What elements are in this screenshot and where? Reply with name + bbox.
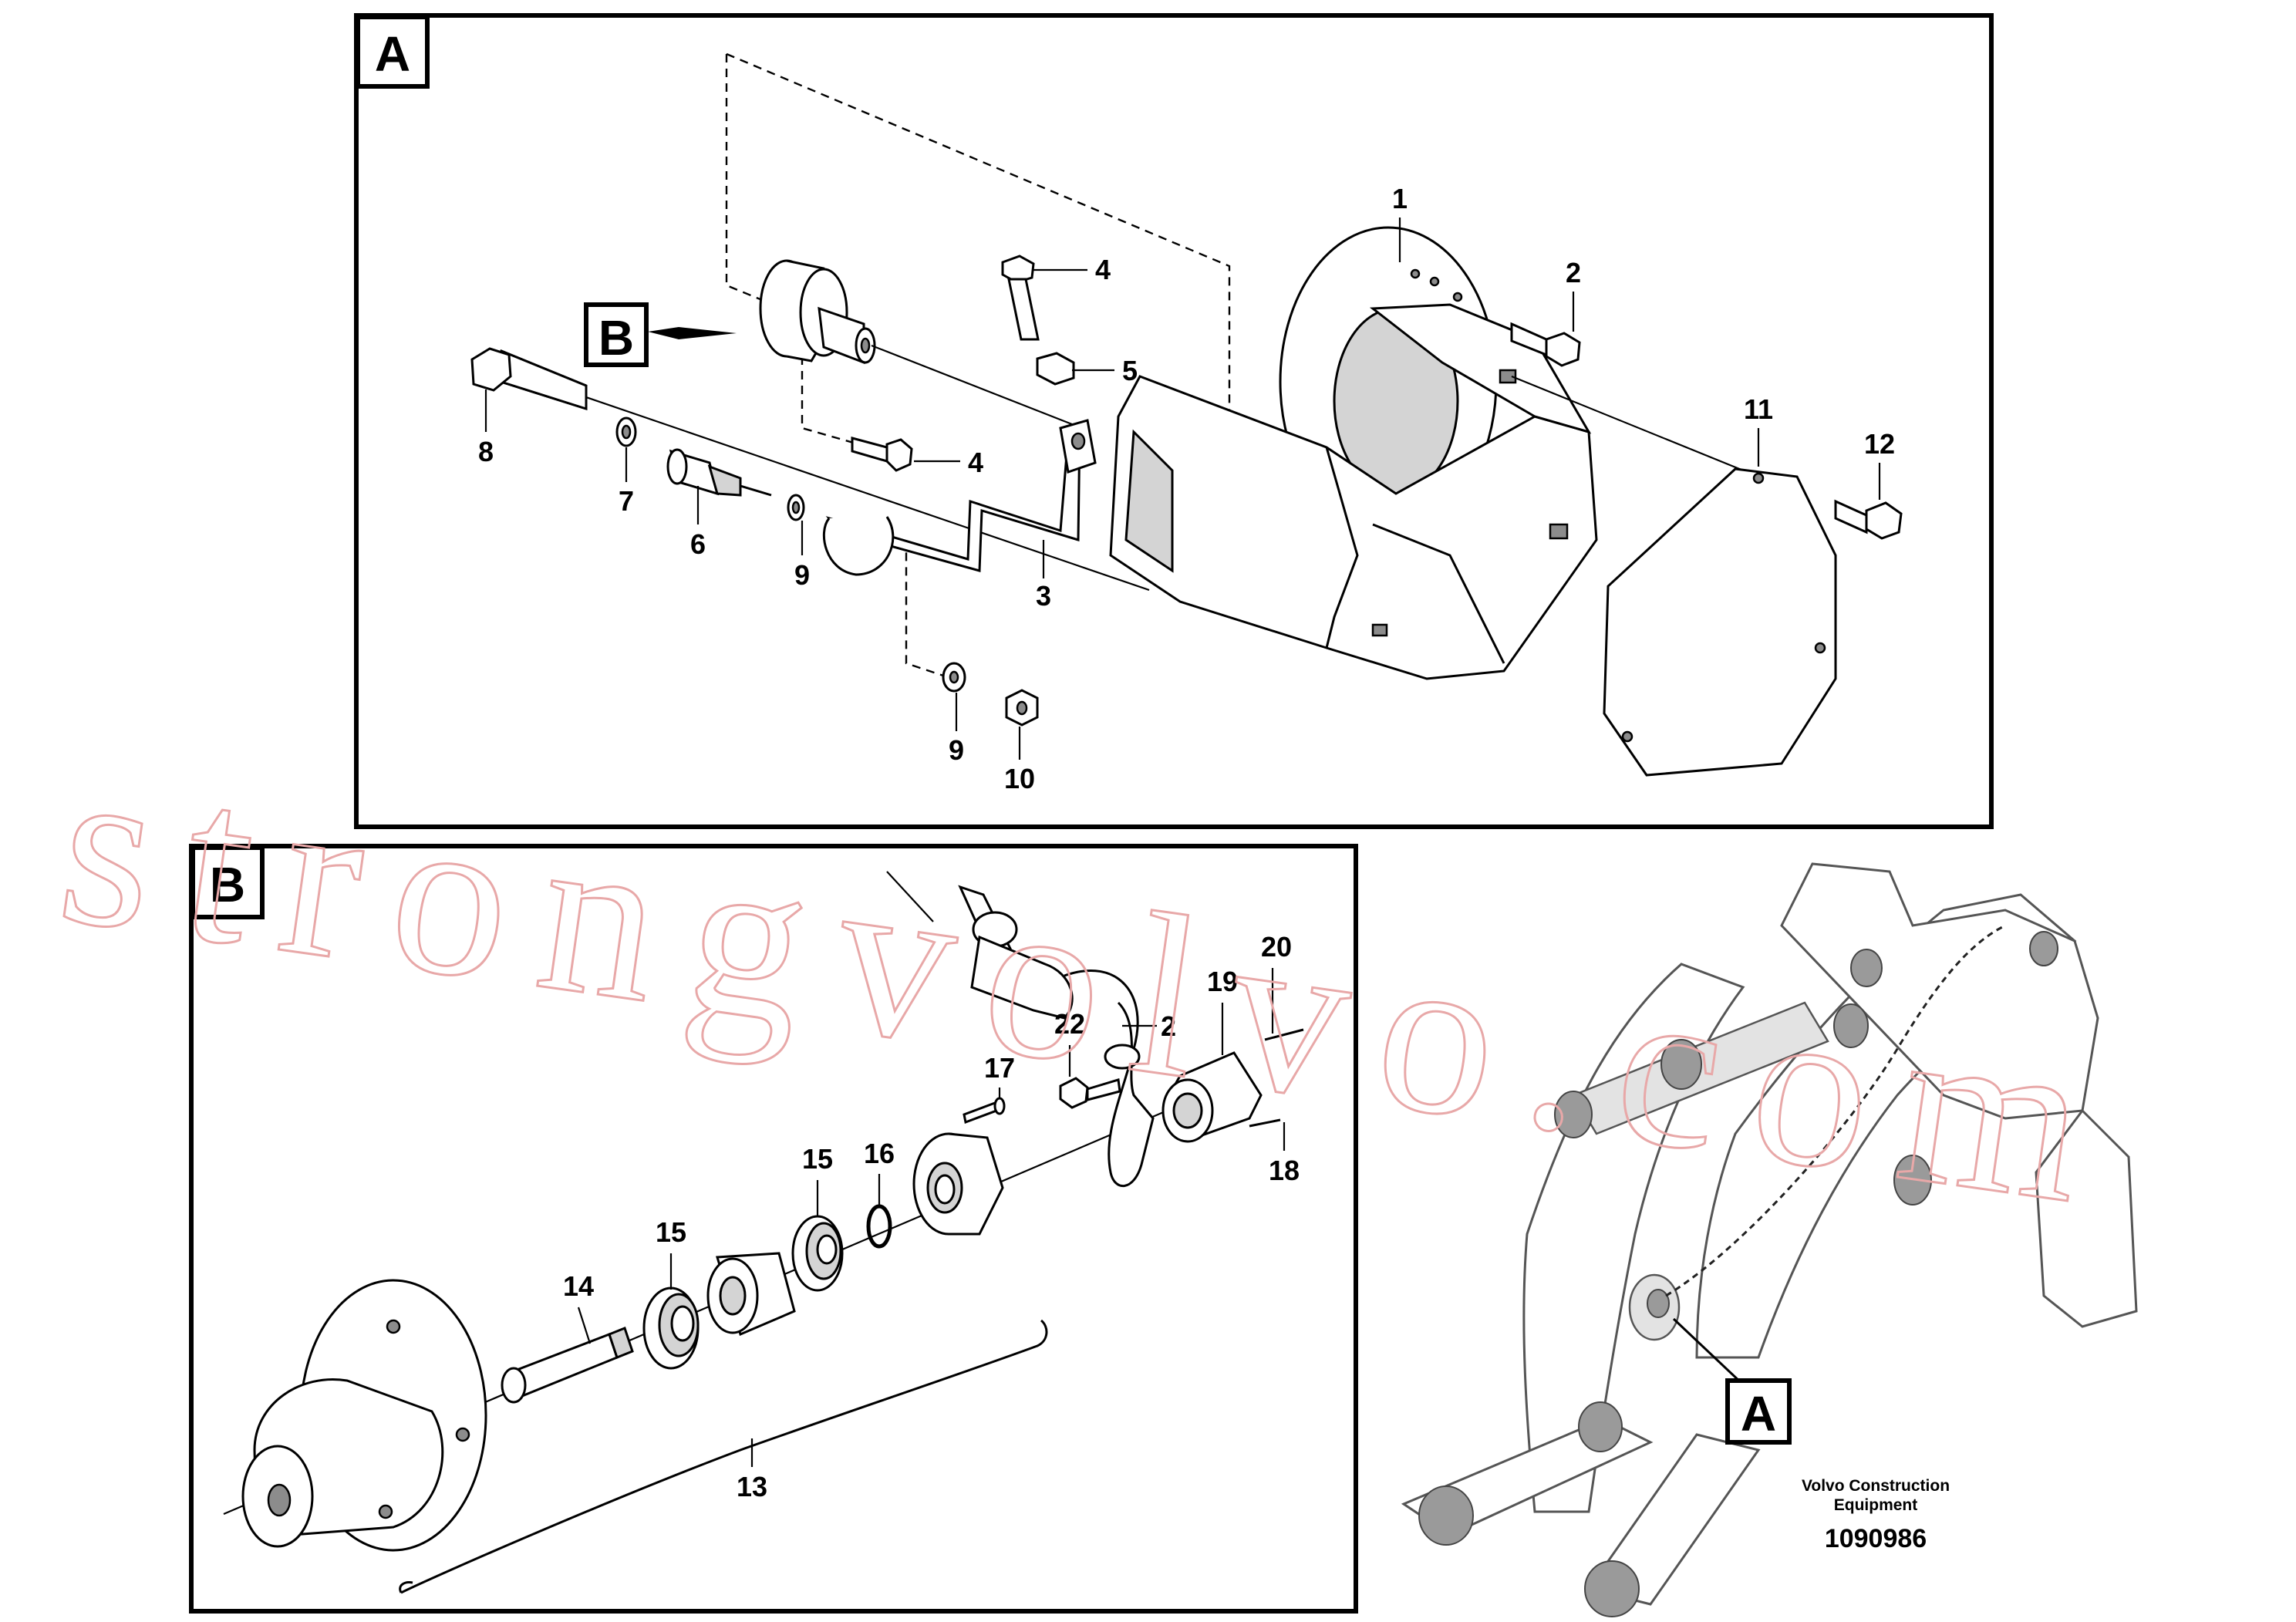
panel-a: A xyxy=(354,13,1994,829)
part-12-bolt xyxy=(1834,499,1903,540)
part-11-cover-plate xyxy=(1603,467,1837,777)
leader-lines-b xyxy=(577,968,1286,1467)
part-6-sleeve xyxy=(666,448,772,497)
drawing-number: 1090986 xyxy=(1825,1524,1927,1553)
callout-18: 18 xyxy=(1269,1155,1300,1186)
callout-12: 12 xyxy=(1864,428,1895,460)
brand-name-line2: Equipment xyxy=(1834,1496,1918,1514)
detail-b-pointer: B xyxy=(584,302,737,367)
part-3-bracket xyxy=(822,419,1097,576)
part-4-bolt-lower xyxy=(851,437,913,472)
callout-15: 15 xyxy=(802,1143,833,1175)
panel-a-frame xyxy=(354,13,1994,829)
part-14-pin xyxy=(501,1327,634,1404)
part-bushing-housing xyxy=(912,1132,1004,1236)
detail-b-tag-box xyxy=(584,302,649,367)
callout-11: 11 xyxy=(1744,393,1773,425)
panel-b-frame xyxy=(189,844,1358,1614)
callout-20: 20 xyxy=(1261,931,1292,963)
watermark-text: strongvolvo.com xyxy=(47,714,2133,1256)
loader-frame-rear xyxy=(2035,1108,2138,1328)
callout-2: 2 xyxy=(1161,1010,1176,1042)
sensor-cable-run xyxy=(1665,924,2006,1297)
callout-9: 9 xyxy=(794,559,810,591)
callout-4: 4 xyxy=(968,447,983,478)
callout-19: 19 xyxy=(1207,966,1238,997)
callout-6: 6 xyxy=(690,528,706,560)
panel-a-tag: A xyxy=(375,26,410,82)
part-22-bolt xyxy=(1059,1077,1121,1109)
callout-22: 22 xyxy=(1054,1008,1085,1040)
callout-10: 10 xyxy=(1004,763,1035,794)
loader-arm-left xyxy=(1522,963,1745,1513)
callout-16: 16 xyxy=(864,1138,895,1169)
callout-5: 5 xyxy=(1122,355,1138,386)
callout-13: 13 xyxy=(737,1471,767,1502)
panel-b-tag: B xyxy=(210,857,245,912)
part-13-hub xyxy=(241,1279,487,1552)
assembly-guide-line xyxy=(801,312,857,445)
assembly-guide-line xyxy=(882,538,953,680)
callout-8: 8 xyxy=(478,436,494,467)
machine-overview: A xyxy=(1401,862,2138,1617)
callout-2: 2 xyxy=(1566,257,1581,288)
callout-3: 3 xyxy=(1036,580,1051,612)
callout-14: 14 xyxy=(563,1270,594,1302)
panel-b: B xyxy=(189,844,1358,1614)
part-1-housing xyxy=(1109,226,1759,680)
loader-tower xyxy=(1780,862,2099,1120)
part-15-bearing xyxy=(791,1215,844,1292)
part-17-bolt xyxy=(963,1097,1006,1125)
sensor-cable xyxy=(886,871,1155,1187)
detail-b-tag: B xyxy=(598,310,634,366)
panel-b-tag-box xyxy=(190,845,265,919)
part-2-bolt xyxy=(1510,322,1581,367)
part-16-snap-ring xyxy=(866,1204,892,1249)
part-4-bolt-upper xyxy=(1001,255,1040,341)
callout-4: 4 xyxy=(1095,254,1111,285)
callout-15: 15 xyxy=(656,1216,686,1248)
detail-b-arrow xyxy=(648,327,737,339)
part-5-nut xyxy=(1036,352,1075,386)
overview-tag-box xyxy=(1725,1378,1792,1445)
overview-tag: A xyxy=(1741,1386,1776,1442)
part-8-bolt xyxy=(470,347,1150,592)
assembly-brace-13 xyxy=(400,1319,1048,1594)
overview-pointer xyxy=(1672,1317,1745,1386)
callout-7: 7 xyxy=(619,485,634,517)
part-spacer xyxy=(706,1252,796,1337)
panel-a-tag-box xyxy=(356,15,430,89)
part-15-bearing xyxy=(642,1286,700,1370)
callout-1: 1 xyxy=(1392,183,1408,214)
brand-name-line1: Volvo Construction xyxy=(1802,1477,1950,1495)
leader-lines-a xyxy=(484,218,1881,760)
part-19-sensor xyxy=(1161,1028,1304,1143)
callout-9: 9 xyxy=(949,734,964,766)
callout-17: 17 xyxy=(984,1052,1015,1084)
part-hub-assembly xyxy=(759,259,1077,427)
